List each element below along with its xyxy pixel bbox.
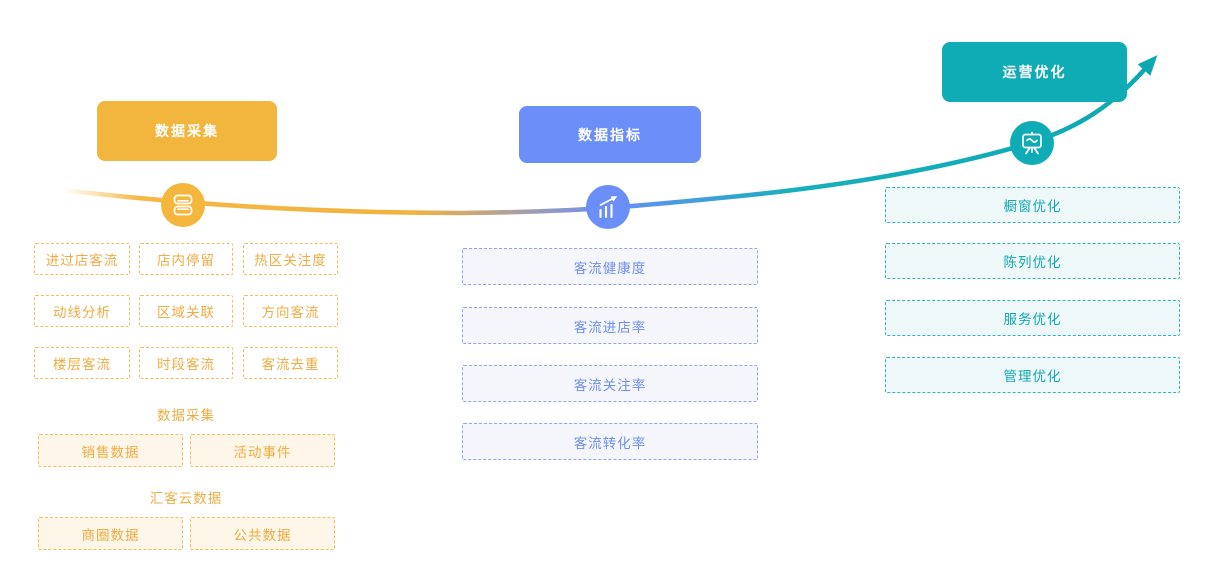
collect-item-floor-traffic: 楼层客流 — [34, 347, 130, 379]
optimize-item-window-display: 橱窗优化 — [885, 187, 1180, 223]
collect-item-path-analysis: 动线分析 — [34, 295, 130, 327]
collect-item-direction-traffic: 方向客流 — [243, 295, 338, 327]
collect-item-traffic-dedup: 客流去重 — [243, 347, 338, 379]
bar-chart-trend-icon — [599, 196, 618, 219]
collect-item-activity-events: 活动事件 — [190, 434, 335, 467]
metric-item-conversion-rate: 客流转化率 — [462, 423, 758, 460]
stage-collect-header: 数据采集 — [97, 101, 277, 161]
collect-item-passing-traffic: 进过店客流 — [34, 243, 130, 275]
collect-item-period-traffic: 时段客流 — [139, 347, 233, 379]
subsection-label-data-collection: 数据采集 — [157, 408, 215, 423]
stage-collect-node — [161, 183, 205, 227]
subsection-label-huikeyun-data: 汇客云数据 — [149, 491, 223, 506]
collect-item-instore-stay: 店内停留 — [139, 243, 233, 275]
optimize-item-management: 管理优化 — [885, 357, 1180, 393]
arrowhead-icon — [1137, 55, 1158, 76]
presentation-board-icon — [1022, 131, 1042, 155]
collect-item-public-data: 公共数据 — [190, 517, 335, 550]
optimize-item-shelf-display: 陈列优化 — [885, 243, 1180, 279]
collect-item-business-district-data: 商圈数据 — [38, 517, 183, 550]
database-stack-icon — [173, 194, 193, 216]
metric-item-traffic-health: 客流健康度 — [462, 248, 758, 285]
stage-optimize-node — [1010, 121, 1054, 165]
stage-metrics-header: 数据指标 — [519, 106, 701, 163]
collect-item-zone-association: 区域关联 — [139, 295, 233, 327]
optimize-item-service: 服务优化 — [885, 300, 1180, 336]
stage-metrics-node — [586, 185, 630, 229]
collect-item-sales-data: 销售数据 — [38, 434, 183, 467]
collect-item-hotzone-attention: 热区关注度 — [243, 243, 338, 275]
metric-item-entry-rate: 客流进店率 — [462, 307, 758, 344]
metric-item-attention-rate: 客流关注率 — [462, 365, 758, 402]
stage-optimize-header: 运营优化 — [942, 42, 1127, 102]
